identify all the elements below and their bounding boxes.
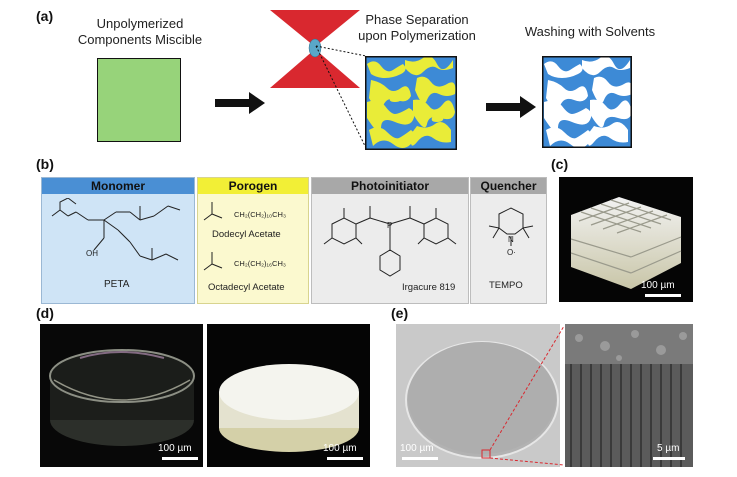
monomer-header: Monomer [42, 178, 194, 194]
lattice-photo: 100 µm [559, 177, 693, 302]
arrow-right-icon [486, 96, 536, 118]
octadecyl-chain: CH₂(CH₂)₁₆CH₃ [234, 259, 286, 268]
scale-bar [162, 457, 198, 460]
porogen-header: Porogen [198, 178, 308, 194]
photoinitiator-header: Photoinitiator [312, 178, 468, 194]
tempo-o: O· [507, 248, 516, 257]
irgacure-structure: P [323, 206, 457, 277]
porous-structure-square [542, 56, 632, 148]
dodecyl-chain: CH₂(CH₂)₁₀CH₃ [234, 210, 287, 219]
photoinitiator-panel: Photoinitiator P Irgacure 819 [311, 177, 469, 304]
stage1-title: Unpolymerized Components Miscible [77, 16, 203, 47]
panel-a-label: (a) [36, 8, 54, 24]
zoom-dashed-lines [490, 325, 565, 466]
scale-bar [402, 457, 438, 460]
scale-label: 100 µm [641, 280, 675, 291]
opaque-disk-photo: 100 µm [207, 324, 370, 467]
scale-label: 100 µm [323, 443, 357, 454]
laser-focus-diagram [270, 10, 360, 88]
zoom-dotted-lines [315, 45, 367, 149]
panel-c-label: (c) [551, 156, 569, 172]
scale-bar [645, 294, 681, 297]
arrow-right-icon [215, 92, 265, 114]
scale-label: 5 µm [657, 443, 680, 454]
scale-bar [327, 457, 363, 460]
svg-text:OH: OH [86, 249, 98, 258]
transparent-disk-photo: 100 µm [40, 324, 203, 467]
miscible-mixture-square [97, 58, 181, 142]
scale-label: 100 µm [400, 443, 434, 454]
octadecyl-acetate-label: Octadecyl Acetate [208, 282, 285, 293]
panel-b-label: (b) [36, 156, 54, 172]
quencher-panel: Quencher N O· TEMPO [470, 177, 547, 304]
irgacure-label: Irgacure 819 [402, 282, 456, 293]
porogen-panel: Porogen CH₂(CH₂)₁₀CH₃ Dodecyl Acetate CH… [197, 177, 309, 304]
acetate-structure-1 [203, 202, 223, 221]
stage3-title: Washing with Solvents [524, 24, 656, 39]
scale-bar [653, 457, 685, 460]
sem-disk-overview: 100 µm [396, 324, 560, 467]
phase-separation-square [365, 56, 457, 150]
peta-structure: OH [51, 198, 181, 261]
panel-e-label: (e) [391, 305, 409, 321]
tempo-n: N [508, 235, 514, 244]
quencher-header: Quencher [471, 178, 546, 194]
acetate-structure-2 [203, 252, 223, 271]
panel-d-label: (d) [36, 305, 54, 321]
tempo-structure [488, 207, 534, 246]
peta-label: PETA [104, 279, 130, 290]
tempo-label: TEMPO [489, 280, 523, 291]
stage2-title: Phase Separation upon Polymerization [358, 12, 476, 43]
sem-cross-section: 5 µm [565, 324, 693, 467]
dodecyl-acetate-label: Dodecyl Acetate [212, 229, 281, 240]
scale-label: 100 µm [158, 443, 192, 454]
monomer-panel: Monomer OH PETA [41, 177, 195, 304]
svg-text:P: P [387, 221, 392, 230]
